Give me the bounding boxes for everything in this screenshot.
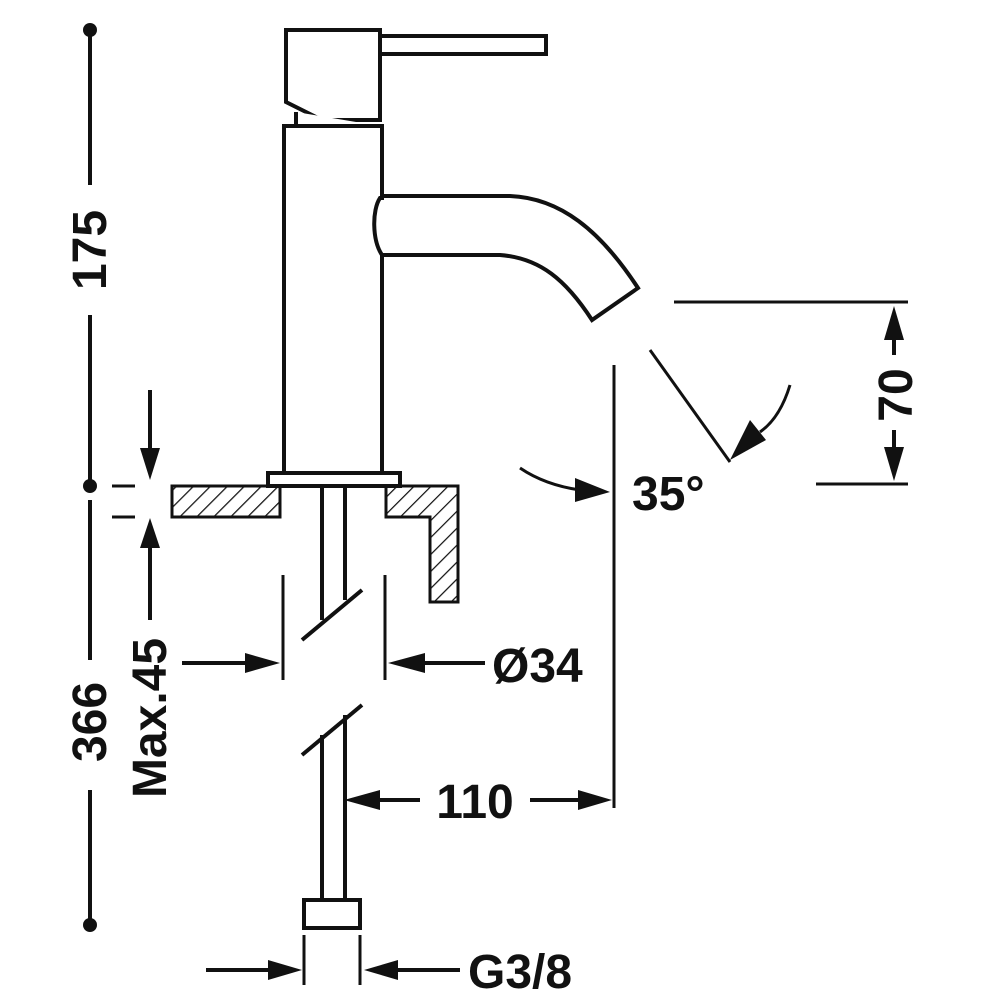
faucet-body <box>266 28 641 488</box>
total-height-label: 366 <box>64 682 117 762</box>
spout <box>372 194 641 323</box>
angle-label: 35° <box>632 468 705 521</box>
counter-thickness-label: Max.45 <box>124 638 177 798</box>
handle-lever <box>378 34 548 56</box>
main-column <box>282 124 384 475</box>
reach-dimension <box>344 365 616 810</box>
reach-label: 110 <box>436 776 513 829</box>
countertop-section <box>170 484 460 604</box>
angle-dimension <box>519 349 792 502</box>
diameter-dimension <box>182 575 485 680</box>
connection-label: G3/8 <box>468 946 572 999</box>
counter-thickness-dimension <box>112 390 160 620</box>
threaded-connector <box>302 898 362 930</box>
connection-dimension <box>206 935 460 985</box>
outlet-height-dimension <box>674 300 908 486</box>
spout-height-label: 175 <box>64 210 117 290</box>
base-flange <box>266 471 402 488</box>
dimension-dot-middle <box>83 479 97 493</box>
supply-pipes <box>300 486 364 930</box>
handle-block <box>284 28 382 122</box>
dimension-dot-bottom <box>83 918 97 932</box>
dimension-dot-top <box>83 23 97 37</box>
outlet-height-label: 70 <box>870 368 923 421</box>
total-height-dimension <box>83 23 97 932</box>
diameter-label: Ø34 <box>492 640 583 693</box>
